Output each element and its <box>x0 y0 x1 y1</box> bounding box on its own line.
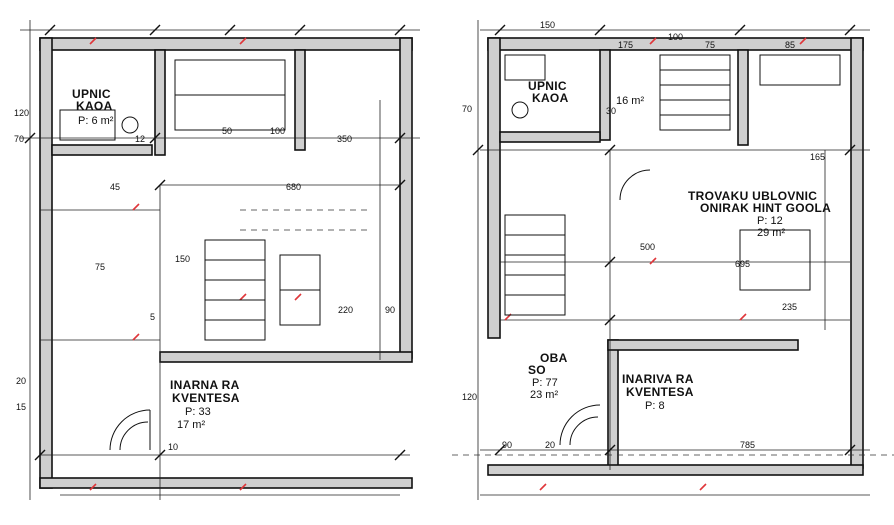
left-dim-150: 150 <box>175 254 190 264</box>
left-door-swing <box>109 409 151 451</box>
right-dim-75: 75 <box>705 40 715 50</box>
left-kitchen-name-2: KVENTESA <box>172 391 240 405</box>
left-bath-fixtures <box>59 59 286 141</box>
right-dim-120: 120 <box>462 392 477 402</box>
right-bath-fixtures <box>504 54 841 119</box>
right-bath-name-2: KAOA <box>532 91 569 105</box>
right-room-name-2: SO <box>528 363 546 377</box>
right-room-area: 23 m² <box>530 389 558 401</box>
right-dim-235: 235 <box>782 302 797 312</box>
left-dim-680: 680 <box>286 182 301 192</box>
left-dim-20: 20 <box>16 376 26 386</box>
right-dim-785: 785 <box>740 440 755 450</box>
left-bath-name-2: KAOA <box>76 99 113 113</box>
left-bath-area: P: 6 m² <box>78 115 114 127</box>
right-dim-20: 20 <box>545 440 555 450</box>
left-dim-15: 15 <box>16 402 26 412</box>
right-inner-wall-2 <box>737 49 749 146</box>
left-dim-120: 120 <box>14 108 29 118</box>
left-dim-10: 10 <box>168 442 178 452</box>
left-inner-wall <box>154 49 166 156</box>
left-inner-wall-2 <box>294 49 306 151</box>
right-left-wall <box>487 37 501 339</box>
left-plan: UPNIC KAOA P: 6 m² INARNA RA KVENTESA P:… <box>14 20 420 500</box>
right-bottom-wall <box>487 464 864 476</box>
right-dim-ticks <box>472 24 856 491</box>
left-dim-220: 220 <box>338 305 353 315</box>
right-room-code: P: 77 <box>532 377 558 389</box>
right-kitchen-name-2: KVENTESA <box>626 385 694 399</box>
right-dim-150: 150 <box>540 20 555 30</box>
right-dim-90: 90 <box>502 440 512 450</box>
left-dim-75: 75 <box>95 262 105 272</box>
right-inner-wall <box>599 49 611 141</box>
left-dim-350: 350 <box>337 134 352 144</box>
right-dim-175: 175 <box>618 40 633 50</box>
left-dim-90: 90 <box>385 305 395 315</box>
left-kitchen-name-1: INARNA RA <box>170 378 240 392</box>
right-living-code: P: 12 <box>757 215 783 227</box>
left-bottom-wall <box>39 477 413 489</box>
right-room-name-1: OBA <box>540 351 568 365</box>
right-living-area: 29 m² <box>757 227 785 239</box>
right-dim-30: 30 <box>606 106 616 116</box>
right-dim-165: 165 <box>810 152 825 162</box>
right-kitchen-code: P: 8 <box>645 400 665 412</box>
right-stairs <box>504 54 811 316</box>
right-dim-100: 100 <box>668 32 683 42</box>
right-bath-name-1: UPNIC <box>528 79 567 93</box>
left-mid-wall <box>159 351 413 363</box>
right-living-name-2: ONIRAK HINT GOOLA <box>700 201 831 215</box>
left-dim-12: 12 <box>135 134 145 144</box>
left-bath-wall <box>51 144 153 156</box>
left-dim-100: 100 <box>270 126 285 136</box>
right-door-swing <box>559 404 601 446</box>
right-kitchen-name-1: INARIVA RA <box>622 372 694 386</box>
right-living-name-1: TROVAKU UBLOVNIC <box>688 189 817 203</box>
left-dim-45: 45 <box>110 182 120 192</box>
right-dim-85: 85 <box>785 40 795 50</box>
right-dim-70: 70 <box>462 104 472 114</box>
left-left-wall <box>39 37 53 489</box>
right-right-wall <box>850 37 864 469</box>
left-bath-name-1: UPNIC <box>72 87 111 101</box>
left-dim-5: 5 <box>150 312 155 322</box>
left-top-wall <box>39 37 413 51</box>
right-bath-area: 16 m² <box>616 95 644 107</box>
left-dim-ticks <box>24 24 406 491</box>
left-right-wall <box>399 37 413 359</box>
right-plan: UPNIC KAOA 16 m² TROVAKU UBLOVNIC ONIRAK… <box>452 20 894 500</box>
left-dim-50: 50 <box>222 126 232 136</box>
right-mid-wall-h <box>607 339 799 351</box>
right-dim-695: 695 <box>735 259 750 269</box>
left-kitchen-code: P: 33 <box>185 406 211 418</box>
left-stairs <box>204 239 321 341</box>
left-kitchen-area: 17 m² <box>177 419 205 431</box>
right-bath-wall <box>499 131 601 143</box>
left-dim-70: 70 <box>14 134 24 144</box>
right-dim-500: 500 <box>640 242 655 252</box>
